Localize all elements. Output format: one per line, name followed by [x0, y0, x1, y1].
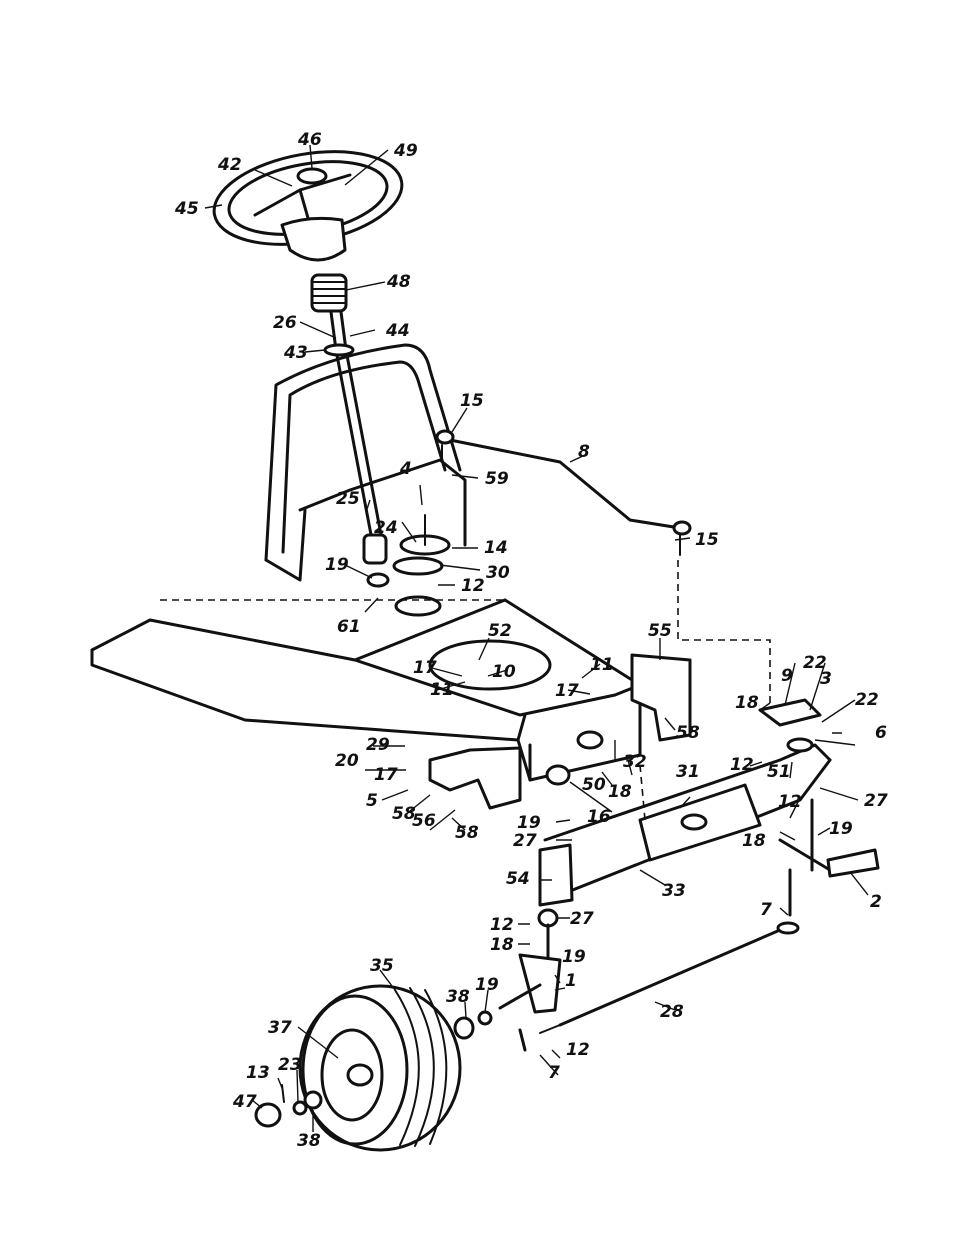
callout-20: 20: [335, 751, 359, 771]
callout-15-lower: 15: [695, 530, 719, 550]
callout-28: 28: [660, 1002, 684, 1022]
callout-16: 16: [587, 807, 611, 827]
callout-29: 29: [366, 735, 390, 755]
callout-17-c: 17: [374, 765, 398, 785]
callout-18-lower: 18: [490, 935, 514, 955]
axle-bushing: [455, 1012, 491, 1038]
callout-12-bottom: 12: [566, 1040, 590, 1060]
callout-51: 51: [767, 762, 791, 782]
callout-19-right: 19: [829, 819, 853, 839]
front-wheel: [300, 986, 460, 1150]
callout-4: 4: [399, 459, 412, 479]
left-bracket: [430, 748, 520, 808]
hub-cap: [256, 1085, 321, 1126]
callout-33: 33: [662, 881, 686, 901]
callout-12-lower: 12: [490, 915, 514, 935]
callout-18-right: 18: [742, 831, 766, 851]
callout-18-mid: 18: [608, 782, 632, 802]
callout-2: 2: [870, 892, 882, 912]
callout-44: 44: [385, 321, 410, 341]
callout-3: 3: [820, 669, 832, 689]
callout-24: 24: [374, 518, 398, 538]
callout-19-upper: 19: [325, 555, 349, 575]
callout-31: 31: [676, 762, 700, 782]
callout-55: 55: [648, 621, 672, 641]
left-spindle: [500, 766, 569, 1050]
callout-12-axle: 12: [730, 755, 754, 775]
callout-27-mid: 27: [513, 831, 537, 851]
callout-5: 5: [366, 791, 378, 811]
callout-15-upper: 15: [460, 391, 484, 411]
callout-22-lower: 22: [855, 690, 879, 710]
callout-7-lower: 7: [548, 1063, 560, 1083]
callout-1: 1: [565, 971, 577, 991]
callout-38-upper: 38: [446, 987, 470, 1007]
callout-11-a: 11: [590, 655, 614, 675]
callout-19-wheel: 19: [475, 975, 499, 995]
callout-54: 54: [506, 869, 530, 889]
callout-38-lower: 38: [297, 1131, 321, 1151]
callout-14: 14: [484, 538, 508, 558]
callout-42: 42: [217, 155, 242, 175]
callout-25: 25: [336, 489, 360, 509]
callout-52: 52: [488, 621, 512, 641]
callout-13: 13: [246, 1063, 270, 1083]
callout-46: 46: [297, 130, 322, 150]
callout-18-upper: 18: [735, 693, 759, 713]
callout-17-a: 17: [413, 658, 437, 678]
callout-35: 35: [370, 956, 394, 976]
callout-32: 32: [623, 752, 647, 772]
callout-59: 59: [485, 469, 509, 489]
callout-7-upper: 7: [760, 900, 772, 920]
callout-45: 45: [174, 199, 199, 219]
callout-23: 23: [278, 1055, 302, 1075]
callout-12-upper: 12: [461, 576, 485, 596]
callout-58-right: 58: [676, 723, 700, 743]
callout-17-b: 17: [555, 681, 579, 701]
callout-61: 61: [337, 617, 361, 637]
callout-50: 50: [582, 775, 606, 795]
callout-48: 48: [386, 272, 411, 292]
callout-8: 8: [578, 442, 590, 462]
callout-12-right: 12: [778, 792, 802, 812]
callout-27-lower: 27: [570, 909, 594, 929]
callout-30: 30: [486, 563, 510, 583]
steering-bellows: [312, 275, 346, 311]
callout-49: 49: [393, 141, 418, 161]
callout-9: 9: [781, 666, 793, 686]
callout-6: 6: [875, 723, 887, 743]
callout-43: 43: [283, 343, 308, 363]
callout-19-mid: 19: [517, 813, 541, 833]
callout-47: 47: [232, 1092, 257, 1112]
callout-26: 26: [273, 313, 297, 333]
callout-37: 37: [268, 1018, 292, 1038]
callout-27-right: 27: [864, 791, 888, 811]
callout-19-lower: 19: [562, 947, 586, 967]
callout-56: 56: [412, 811, 436, 831]
callout-10: 10: [492, 662, 516, 682]
callout-58-bottom: 58: [455, 823, 479, 843]
callout-11-b: 11: [430, 680, 454, 700]
